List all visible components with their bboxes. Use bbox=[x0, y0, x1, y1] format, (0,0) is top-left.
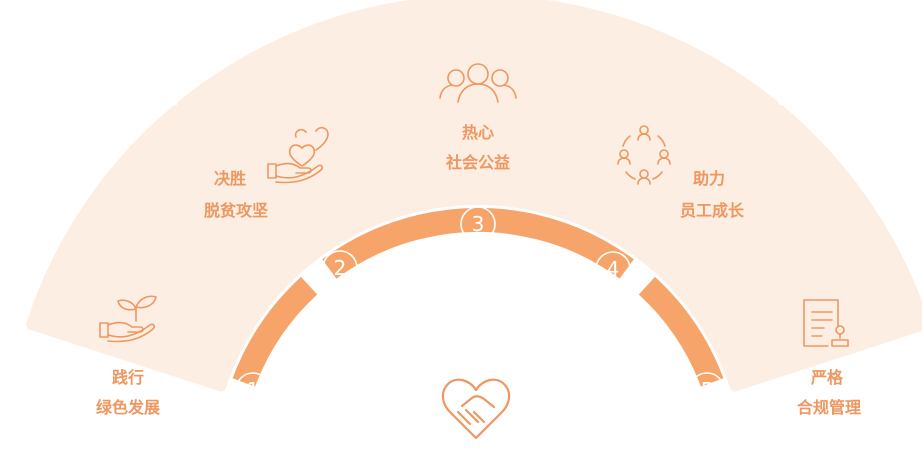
document-stamp-icon bbox=[803, 299, 849, 347]
badge-number-3: 3 bbox=[472, 212, 485, 236]
segment-2-title: 决胜 bbox=[214, 169, 246, 188]
segment-3-subtitle: 社会公益 bbox=[445, 153, 510, 172]
ring-arc-4 bbox=[517, 211, 634, 279]
badge-2: 2 bbox=[322, 250, 358, 286]
people-group-icon bbox=[439, 63, 517, 103]
segment-2-subtitle: 脱贫攻坚 bbox=[204, 201, 268, 220]
progress-ring bbox=[232, 208, 724, 387]
plant-hand-icon bbox=[99, 295, 157, 343]
fan-segment-5 bbox=[646, 104, 922, 392]
segment-4-title: 助力 bbox=[693, 169, 725, 188]
ring-arc-1 bbox=[232, 276, 318, 387]
badge-3: 3 bbox=[460, 206, 496, 242]
badge-number-1: 1 bbox=[247, 378, 260, 402]
ring-arc-3 bbox=[416, 208, 540, 239]
segment-1-title: 践行 bbox=[112, 368, 144, 387]
badge-number-4: 4 bbox=[607, 257, 620, 281]
segment-5-subtitle: 合规管理 bbox=[797, 398, 861, 417]
segment-number-badges: 1 2 3 4 5 bbox=[235, 206, 725, 408]
segment-5-title: 严格 bbox=[810, 368, 844, 387]
badge-4: 4 bbox=[595, 251, 631, 287]
badge-5: 5 bbox=[689, 372, 725, 408]
segment-1-subtitle: 绿色发展 bbox=[96, 398, 161, 417]
fan-segment-4 bbox=[505, 0, 779, 266]
hearts-hand-icon bbox=[267, 126, 329, 184]
people-cycle-icon bbox=[617, 125, 671, 185]
badge-number-5: 5 bbox=[701, 378, 714, 402]
ring-arc-5 bbox=[638, 276, 724, 387]
fan-segment-1 bbox=[26, 104, 310, 392]
ring-arc-2 bbox=[322, 211, 439, 279]
fan-segments bbox=[26, 0, 922, 392]
segment-4-subtitle: 员工成长 bbox=[680, 201, 745, 220]
badge-1: 1 bbox=[235, 372, 271, 408]
segment-3-title: 热心 bbox=[462, 123, 494, 142]
badge-number-2: 2 bbox=[334, 256, 347, 280]
heart-handshake-icon bbox=[441, 378, 511, 440]
